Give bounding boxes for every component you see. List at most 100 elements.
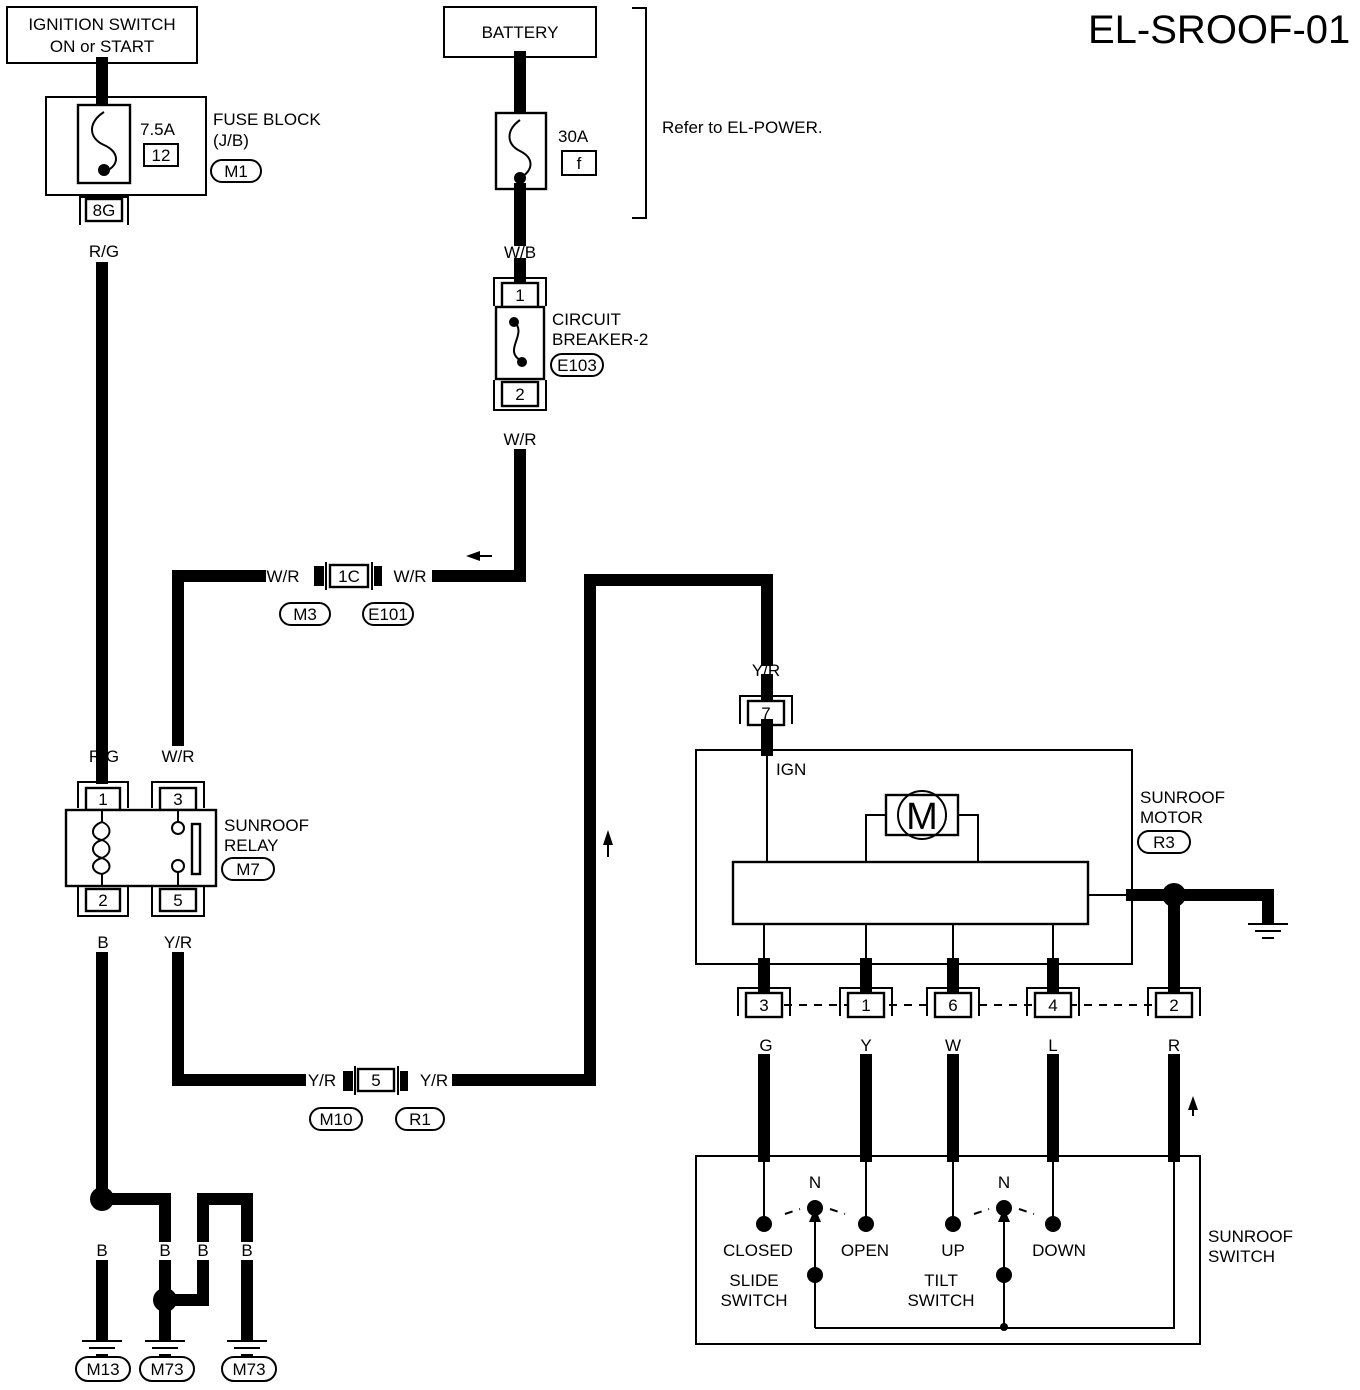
battery-fuse-rating: 30A [558, 127, 589, 146]
battery-box: BATTERY [443, 6, 597, 58]
wire-color-l: L [1048, 1036, 1057, 1055]
wire-wr-breaker [432, 449, 526, 582]
wire-color-r: R [1168, 1036, 1180, 1055]
joint-connector-r1: R1 [409, 1110, 431, 1129]
current-flow-arrow-left [466, 551, 480, 561]
contact-up [945, 1216, 961, 1232]
relay-label-1: SUNROOF [224, 816, 309, 835]
wire-color-rg-relay: R/G [89, 747, 119, 766]
motor-connector: R3 [1153, 833, 1175, 852]
tilt-neutral-label: N [998, 1173, 1010, 1192]
wire-b-splice-to-m73 [108, 1193, 171, 1242]
wire-color-yr-right: Y/R [420, 1071, 448, 1090]
fuse-block-label-1: FUSE BLOCK [213, 110, 321, 129]
refer-bracket [632, 7, 647, 219]
slide-open-label: OPEN [841, 1241, 889, 1260]
tilt-switch-label-2: SWITCH [907, 1291, 974, 1310]
joint-connector-e101: E101 [368, 605, 408, 624]
breaker-label-1: CIRCUIT [552, 310, 621, 329]
slide-switch-label-1: SLIDE [729, 1271, 778, 1290]
breaker-pin-2: 2 [515, 385, 524, 404]
wire-color-b-relay: B [97, 933, 108, 952]
motor-connector-pin-1: 1 [839, 987, 893, 1019]
wire-color-wr-relay: W/R [161, 747, 194, 766]
svg-text:4: 4 [1048, 996, 1057, 1015]
fuse-block: 7.5A 12 FUSE BLOCK (J/B) M1 [45, 96, 321, 196]
motor-label-1: SUNROOF [1140, 788, 1225, 807]
relay-armature [190, 822, 202, 876]
fuse-terminal-8g: 8G [79, 196, 129, 225]
motor-connector-pin-4: 4 [1026, 987, 1080, 1019]
wire-color-yr-motor: Y/R [752, 661, 780, 680]
switch-label-1: SUNROOF [1208, 1227, 1293, 1246]
wire-color-wr-left: W/R [266, 567, 299, 586]
motor-control-unit [731, 860, 1090, 926]
fuse-block-connector: M1 [224, 162, 248, 181]
relay-pin-1: 1 [98, 790, 107, 809]
tilt-switch-label-1: TILT [924, 1271, 958, 1290]
motor-symbol: M [906, 796, 938, 838]
current-flow-arrow-up [603, 830, 613, 845]
wire-color-yr-relay: Y/R [164, 933, 192, 952]
ground-icon-m13 [82, 1340, 122, 1356]
fuse-rating: 7.5A [140, 120, 176, 139]
relay-pin-5: 5 [173, 891, 182, 910]
sunroof-switch: N CLOSED OPEN SLIDE SWITCH N UP DOWN TIL… [695, 1155, 1293, 1345]
motor-pin-7: 7 [761, 704, 770, 723]
wire-yr-relay [172, 952, 306, 1086]
wire-b-m73-loop [197, 1193, 253, 1242]
relay-coil [92, 821, 103, 875]
joint-pin-5: 5 [371, 1071, 380, 1090]
wire-color-rg-top: R/G [89, 242, 119, 261]
ground-icon-m73-b [227, 1340, 267, 1356]
wire-color-b-3: B [197, 1241, 208, 1260]
relay-pin-3: 3 [173, 790, 182, 809]
wire-color-b-2: B [159, 1241, 170, 1260]
slide-neutral-label: N [809, 1173, 821, 1192]
sunroof-relay: 1 3 2 5 SUNROOF RELAY M7 [64, 781, 309, 917]
diagram-id: EL-SROOF-01 [1088, 8, 1350, 52]
joint-pin-1c: 1C [338, 567, 360, 586]
wire-color-g: G [759, 1036, 772, 1055]
ignition-switch-label-2: ON or START [50, 37, 154, 56]
fuse-icon [91, 111, 117, 173]
joint-connector-m10: M10 [319, 1110, 352, 1129]
wire-motor-ground [1126, 889, 1274, 924]
svg-text:6: 6 [948, 996, 957, 1015]
motor-ign-label: IGN [776, 760, 806, 779]
refer-note: Refer to EL-POWER. [662, 118, 823, 137]
wire-color-b-1: B [96, 1241, 107, 1260]
wire-color-b-4: B [241, 1241, 252, 1260]
tilt-down-label: DOWN [1032, 1241, 1086, 1260]
joint-connector-m3: M3 [293, 605, 317, 624]
relay-label-2: RELAY [224, 836, 279, 855]
slide-closed-label: CLOSED [723, 1241, 793, 1260]
breaker-pin-1: 1 [515, 286, 524, 305]
contact-open [858, 1216, 874, 1232]
slide-switch-label-2: SWITCH [720, 1291, 787, 1310]
wire-wr-to-relay [172, 570, 266, 746]
motor-icon [897, 790, 947, 840]
wire-color-y: Y [860, 1036, 871, 1055]
contact-down [1045, 1216, 1061, 1232]
wire-color-yr-left: Y/R [308, 1071, 336, 1090]
battery-label: BATTERY [482, 23, 559, 42]
splice-ground-m73 [153, 1288, 177, 1312]
wire-color-wb: W/B [504, 243, 536, 262]
motor-connector-pin-3: 3 [737, 987, 791, 1019]
svg-text:8G: 8G [93, 201, 116, 220]
breaker-label-2: BREAKER-2 [552, 330, 648, 349]
motor-connector-pin-6: 6 [926, 987, 980, 1019]
svg-text:2: 2 [1169, 996, 1178, 1015]
fuse-number: 12 [152, 146, 171, 165]
ground-icon-m73-a [145, 1340, 185, 1356]
relay-contact-1 [171, 821, 185, 835]
motor-label-2: MOTOR [1140, 808, 1203, 827]
wire-color-wr-right: W/R [393, 567, 426, 586]
joint-connector-5: 5 M10 R1 [309, 1066, 445, 1131]
motor-ground-icon [1248, 923, 1288, 939]
svg-text:3: 3 [759, 996, 768, 1015]
breaker-connector: E103 [557, 356, 597, 375]
wire-b-ground-m73-join [170, 1260, 209, 1306]
relay-pin-2: 2 [98, 891, 107, 910]
